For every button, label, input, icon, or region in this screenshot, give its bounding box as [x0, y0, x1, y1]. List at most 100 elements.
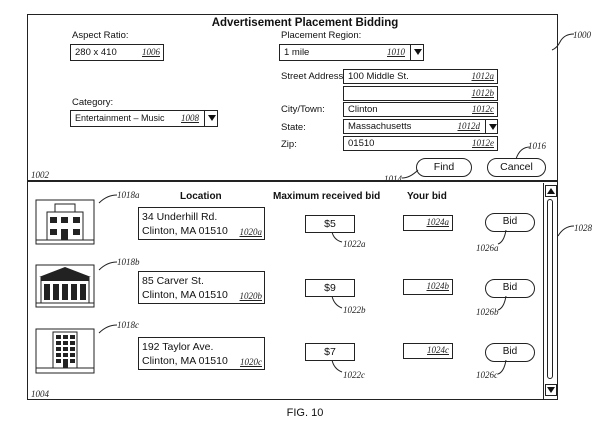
bid-ref-row1: 1026a	[476, 243, 499, 253]
building-icon	[35, 328, 95, 374]
window-frame	[27, 14, 558, 400]
street-address-line2-field[interactable]: 1012b	[343, 86, 498, 101]
leader-line-1022b	[331, 296, 343, 309]
leader-line-1026a	[497, 230, 507, 245]
address-ref: 1020a	[239, 227, 263, 237]
leader-line-1022c	[331, 360, 343, 373]
aspect-ratio-ref: 1006	[142, 47, 160, 57]
zip-ref: 1012e	[472, 138, 494, 148]
max-bid-box-row1: $5	[305, 215, 355, 233]
col-max-bid-header: Maximum received bid	[273, 191, 381, 202]
triangle-down-icon	[547, 387, 555, 393]
triangle-up-icon	[547, 188, 555, 194]
leader-line-1026c	[497, 360, 507, 375]
image-ref-row3: 1018c	[117, 320, 139, 330]
street-label: Street Address:	[281, 71, 346, 82]
city-field[interactable]: Clinton 1012c	[343, 102, 498, 117]
building-icon	[35, 264, 95, 308]
find-button[interactable]: Find	[416, 158, 472, 177]
page-title: Advertisement Placement Bidding	[211, 17, 399, 29]
address-line2: Clinton, MA 01510	[142, 289, 228, 301]
zip-value: 01510	[348, 138, 375, 149]
col-location-header: Location	[180, 191, 222, 202]
building-icon	[35, 199, 95, 245]
max-bid-ref-row1: 1022a	[343, 239, 366, 249]
address-ref: 1020c	[240, 357, 262, 367]
building-image-row3	[33, 328, 97, 374]
city-label: City/Town:	[281, 104, 325, 115]
scroll-down-arrow[interactable]	[545, 384, 557, 396]
chevron-down-icon[interactable]	[204, 110, 218, 127]
address-box-row3: 192 Taylor Ave. Clinton, MA 01510 1020c	[138, 337, 265, 370]
scrollbar[interactable]	[543, 183, 558, 400]
cancel-button[interactable]: Cancel	[487, 158, 546, 177]
col-your-bid-header: Your bid	[407, 191, 447, 202]
state-dropdown[interactable]: Massachusetts 1012d	[343, 119, 498, 134]
building-image-row1	[33, 199, 97, 245]
bid-button-row1[interactable]: Bid	[485, 213, 535, 232]
max-bid-box-row3: $7	[305, 343, 355, 361]
leader-line-1022a	[331, 232, 343, 243]
bid-button-row3[interactable]: Bid	[485, 343, 535, 362]
address-line1: 34 Underhill Rd.	[142, 211, 218, 223]
your-bid-ref: 1024b	[426, 281, 450, 291]
chevron-down-icon[interactable]	[410, 44, 424, 61]
image-ref-row1: 1018a	[117, 190, 140, 200]
your-bid-ref: 1024a	[426, 217, 450, 227]
region-ref: 1010	[387, 47, 405, 57]
region-dropdown[interactable]: 1 mile 1010	[279, 44, 424, 61]
street-address-field[interactable]: 100 Middle St. 1012a	[343, 69, 498, 84]
region-label: Placement Region:	[281, 30, 362, 41]
bid-ref-row3: 1026c	[476, 370, 498, 380]
leader-line-1016	[515, 146, 531, 160]
state-value: Massachusetts	[348, 121, 412, 132]
cancel-ref: 1016	[528, 141, 546, 151]
leader-line-1018b	[98, 261, 118, 271]
address-box-row2: 85 Carver St. Clinton, MA 01510 1020b	[138, 271, 265, 304]
region-value: 1 mile	[284, 47, 310, 58]
address-ref: 1020b	[239, 291, 263, 301]
street-address-line2-ref: 1012b	[471, 88, 495, 98]
address-line2: Clinton, MA 01510	[142, 225, 228, 237]
max-bid-box-row2: $9	[305, 279, 355, 297]
leader-line-1026b	[497, 296, 507, 311]
city-ref: 1012c	[472, 104, 494, 114]
your-bid-input-row1[interactable]: 1024a	[403, 215, 453, 231]
category-ref: 1008	[181, 113, 199, 123]
your-bid-input-row3[interactable]: 1024c	[403, 343, 453, 359]
max-bid-ref-row3: 1022c	[343, 370, 365, 380]
find-ref: 1014	[384, 174, 402, 184]
category-value: Entertainment – Music	[75, 113, 165, 123]
address-line1: 85 Carver St.	[142, 275, 204, 287]
leader-line-1018a	[98, 194, 118, 204]
street-address-ref: 1012a	[471, 71, 495, 81]
bid-ref-row2: 1026b	[476, 307, 499, 317]
window-ref: 1000	[573, 30, 591, 40]
your-bid-ref: 1024c	[427, 345, 449, 355]
section-divider	[27, 180, 558, 182]
street-address-value: 100 Middle St.	[348, 71, 409, 82]
address-box-row1: 34 Underhill Rd. Clinton, MA 01510 1020a	[138, 207, 265, 240]
aspect-ratio-label: Aspect Ratio:	[72, 30, 129, 41]
state-label: State:	[281, 122, 306, 133]
scroll-up-arrow[interactable]	[545, 185, 557, 197]
max-bid-ref-row2: 1022b	[343, 305, 366, 315]
image-ref-row2: 1018b	[117, 257, 140, 267]
zip-label: Zip:	[281, 139, 297, 150]
leader-line-1028	[557, 225, 575, 237]
address-line1: 192 Taylor Ave.	[142, 341, 214, 353]
scrollbar-ref: 1028	[574, 223, 592, 233]
address-line2: Clinton, MA 01510	[142, 355, 228, 367]
chevron-down-icon[interactable]	[485, 119, 498, 134]
leader-line-1014	[401, 169, 419, 179]
leader-line-1018c	[98, 324, 118, 334]
bid-button-row2[interactable]: Bid	[485, 279, 535, 298]
leader-line-1000	[551, 33, 575, 51]
state-ref: 1012d	[457, 121, 481, 131]
zip-field[interactable]: 01510 1012e	[343, 136, 498, 151]
your-bid-input-row2[interactable]: 1024b	[403, 279, 453, 295]
scroll-track[interactable]	[547, 199, 553, 379]
category-dropdown[interactable]: Entertainment – Music 1008	[70, 110, 218, 127]
form-section-ref: 1002	[31, 170, 49, 180]
aspect-ratio-field[interactable]: 280 x 410 1006	[70, 44, 164, 61]
